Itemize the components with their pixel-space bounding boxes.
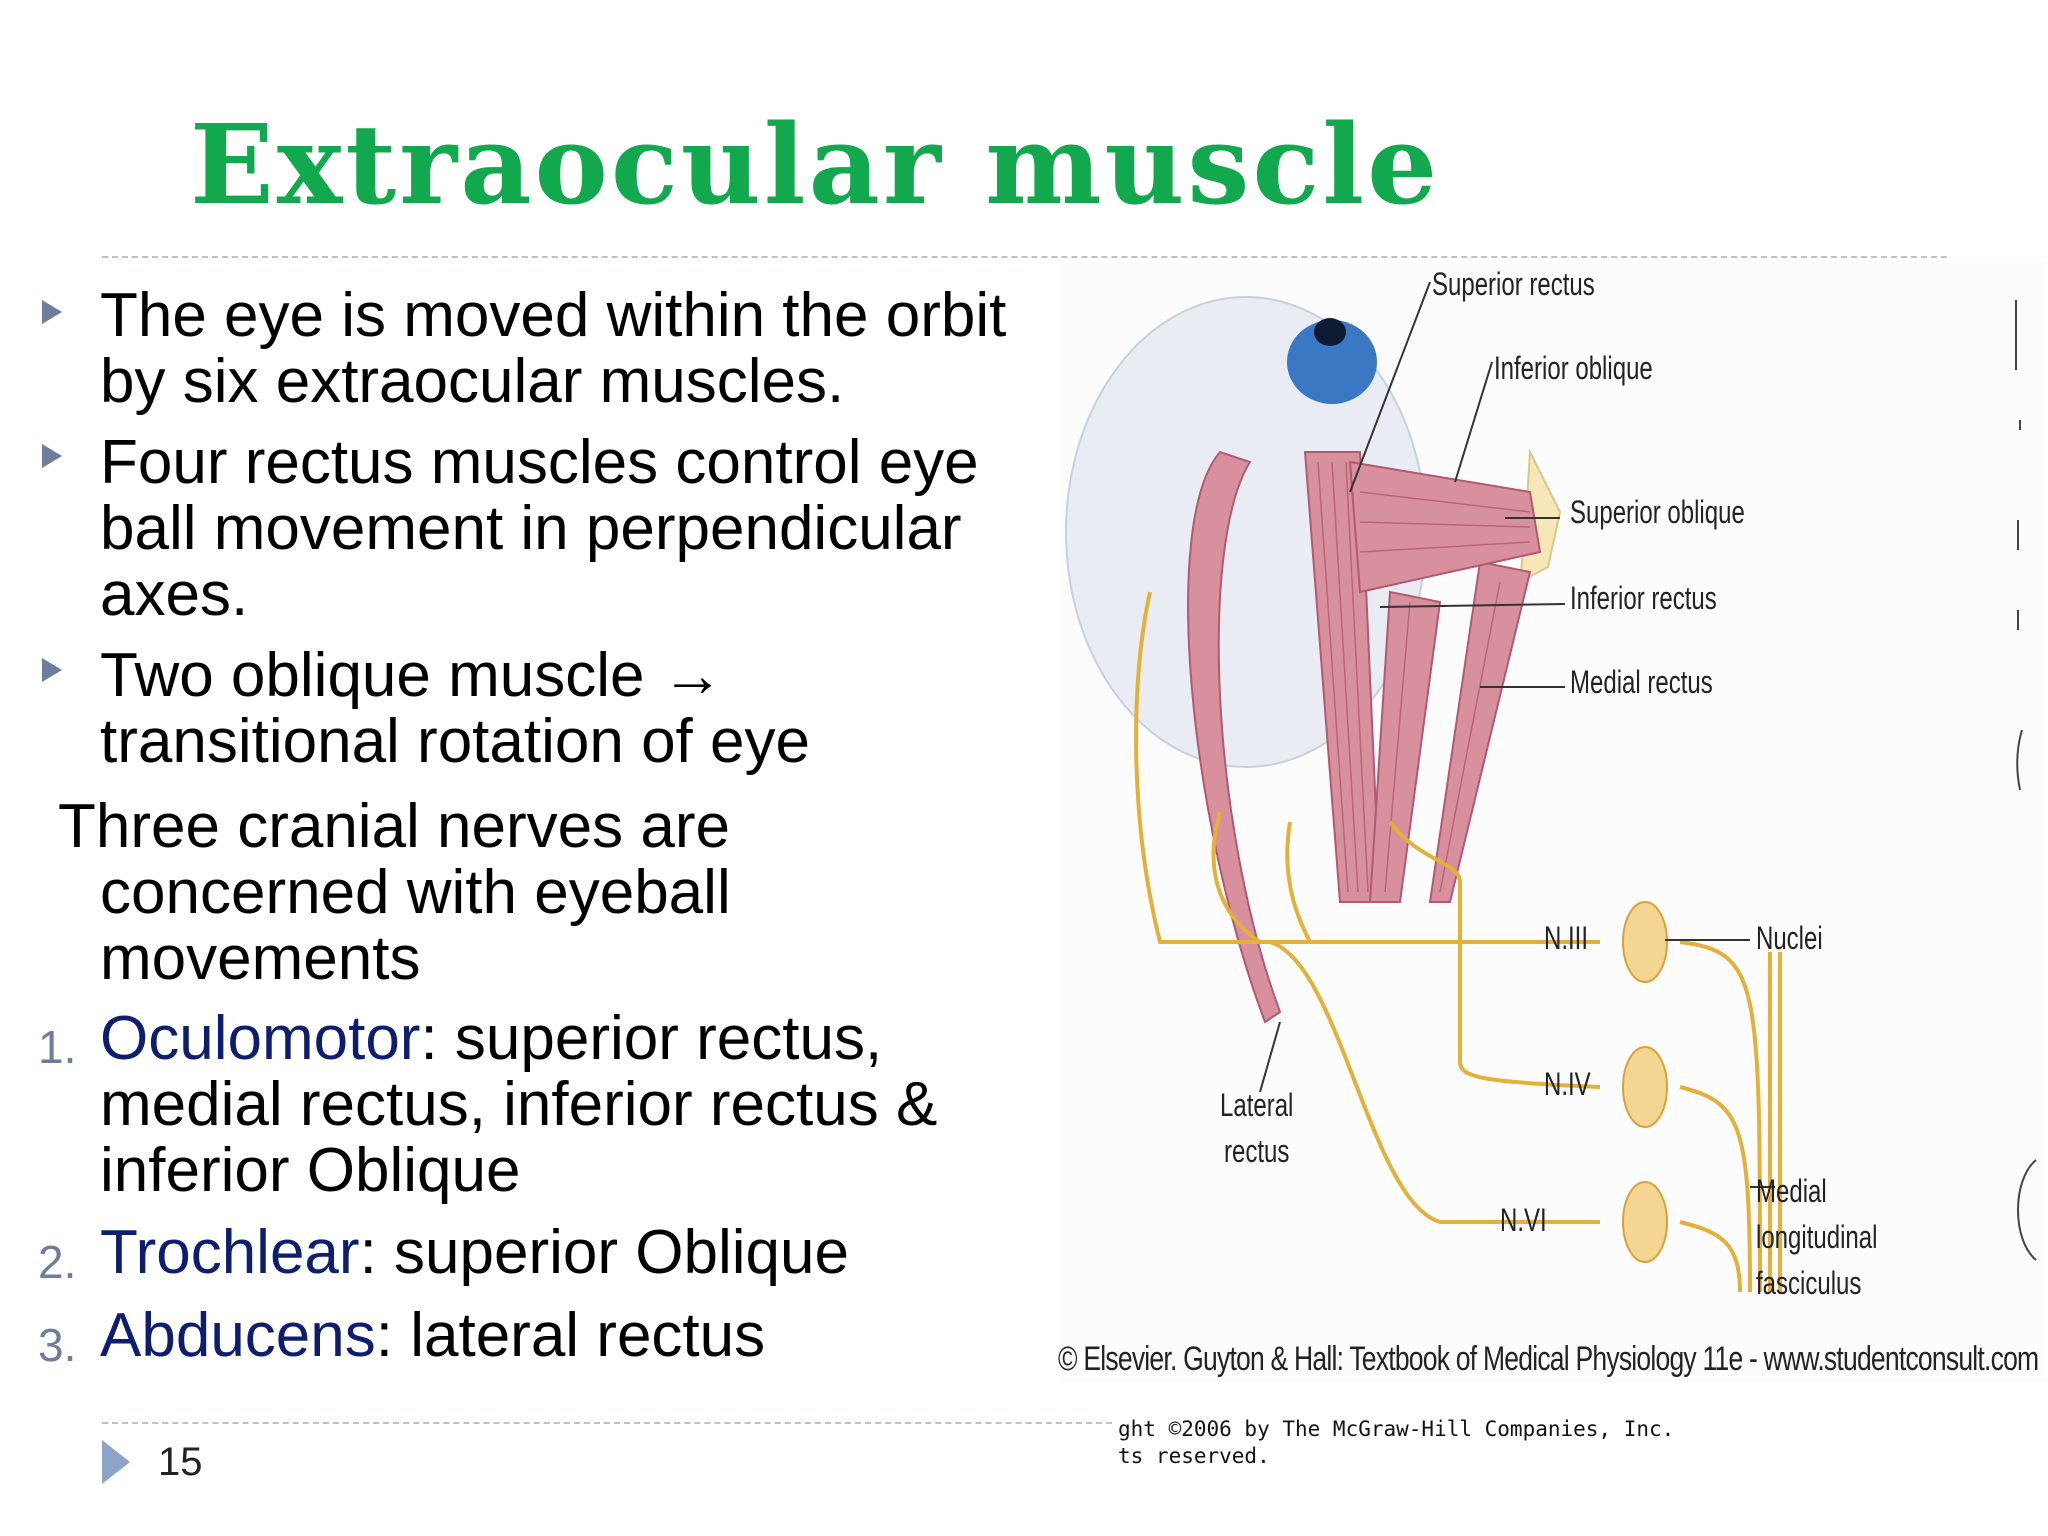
nerve-name: Abducens: [100, 1301, 376, 1370]
medial-rectus-muscle: [1428, 560, 1532, 903]
title-divider: [102, 256, 1947, 258]
nucleus-connector: [1679, 940, 1762, 1293]
nerve-line: inferior Oblique: [100, 1136, 521, 1205]
iris: [1287, 320, 1377, 404]
bullet-line: axes.: [100, 560, 249, 629]
intro-line: Three cranial nerves are: [58, 792, 730, 861]
diagram-svg: [1065, 281, 1782, 1293]
label-medial-rectus: Medial rectus: [1570, 664, 1713, 700]
nerve-path-iii-branch-2: [1285, 821, 1312, 943]
nerve-description: : lateral rectus: [375, 1301, 766, 1370]
label-lateral-rectus-line: rectus: [1224, 1133, 1290, 1169]
nerve-path-iii-branch: [1211, 811, 1262, 944]
bullet-line: transitional rotation of eye: [100, 707, 810, 776]
label-nuclei: Nuclei: [1756, 920, 1823, 956]
publisher-line: ts reserved.: [1118, 1444, 1270, 1468]
label-superior-oblique: Superior oblique: [1570, 494, 1745, 530]
slide-title: Extraocular muscle: [190, 100, 1441, 229]
bullet-line: ball movement in perpendicular: [100, 494, 962, 563]
label-mlf: Medial longitudinal fasciculus: [1756, 1168, 1877, 1306]
footer-arrow-icon: [102, 1440, 130, 1484]
list-number: 1.: [38, 1021, 77, 1073]
bullet-arrow-icon: [42, 444, 62, 468]
nucleus-vi: [1622, 1181, 1668, 1263]
label-mlf-line: longitudinal: [1756, 1219, 1878, 1255]
cropped-edge-marks: [2015, 300, 2037, 1261]
nerve-description: : superior Oblique: [359, 1218, 849, 1287]
nerve-name: Trochlear: [100, 1218, 360, 1287]
label-mlf-line: Medial: [1756, 1173, 1827, 1209]
intro-line: concerned with eyeball: [100, 858, 731, 927]
label-n4: N.IV: [1544, 1066, 1591, 1102]
inferior-rectus-muscle: [1368, 590, 1442, 903]
nucleus-connector: [1679, 1220, 1742, 1293]
label-lateral-rectus-line: Lateral: [1220, 1087, 1294, 1123]
nerve-line: medial rectus, inferior rectus &: [100, 1070, 938, 1139]
bullet-arrow-icon: [42, 300, 62, 324]
footer-divider: [102, 1422, 1112, 1424]
nucleus-connector: [1679, 1085, 1752, 1293]
publisher-credit: ght ©2006 by The McGraw-Hill Companies, …: [1118, 1416, 1674, 1470]
bullet-line: Four rectus muscles control eye: [100, 428, 979, 497]
list-number: 3.: [38, 1319, 77, 1371]
label-inferior-oblique: Inferior oblique: [1494, 350, 1653, 386]
bullet-line: The eye is moved within the orbit: [100, 281, 1007, 350]
nerve-description: : superior rectus,: [420, 1004, 883, 1073]
bullet-line: Two oblique muscle →: [100, 641, 724, 710]
label-n6: N.VI: [1500, 1202, 1547, 1238]
label-lateral-rectus: Lateral rectus: [1220, 1082, 1293, 1174]
bullet-arrow-icon: [42, 658, 62, 682]
label-superior-rectus: Superior rectus: [1432, 266, 1595, 302]
page-number: 15: [158, 1440, 203, 1484]
nerve-path-iii: [1134, 591, 1600, 944]
nerve-path-iv: [1388, 820, 1601, 1089]
extraocular-muscle-diagram: Superior rectus Inferior oblique Superio…: [1060, 262, 2046, 1382]
nerve-path-vi: [1269, 940, 1600, 1224]
bullet-line: by six extraocular muscles.: [100, 347, 845, 416]
nerve-name: Oculomotor: [100, 1004, 421, 1073]
figure-copyright: © Elsevier. Guyton & Hall: Textbook of M…: [1058, 1340, 2039, 1378]
label-inferior-rectus: Inferior rectus: [1570, 580, 1717, 616]
nucleus-iii: [1622, 901, 1668, 983]
label-n3: N.III: [1544, 920, 1589, 956]
oblique-muscle-fan: [1348, 460, 1542, 594]
lateral-rectus-muscle: [1187, 450, 1282, 1024]
pupil: [1314, 318, 1346, 346]
list-number: 2.: [38, 1236, 77, 1288]
intro-line: movements: [100, 924, 421, 993]
nucleus-iv: [1622, 1046, 1668, 1128]
label-mlf-line: fasciculus: [1756, 1265, 1862, 1301]
publisher-line: ght ©2006 by The McGraw-Hill Companies, …: [1118, 1417, 1675, 1441]
